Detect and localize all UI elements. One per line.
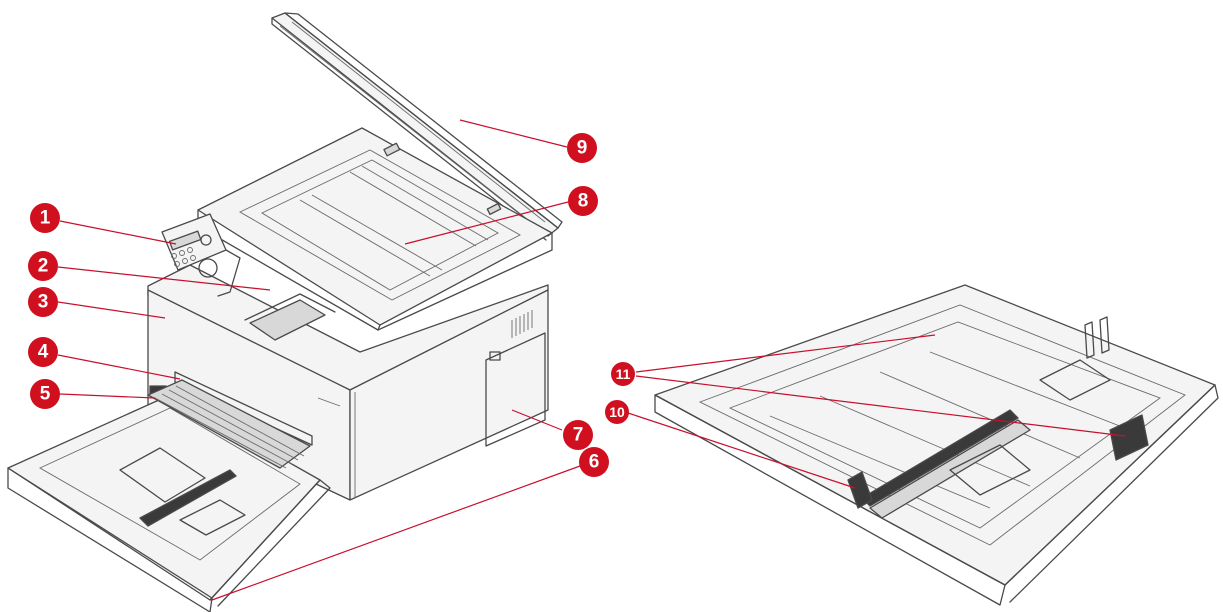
leader-10: [627, 412, 856, 489]
leader-1: [59, 220, 177, 245]
callout-11-label: 11: [616, 366, 631, 382]
paper-cassette: [7, 379, 331, 612]
leader-8: [404, 201, 569, 245]
callout-4: 4: [28, 337, 58, 367]
callout-badges: 1 2 3 4 5 6 7 8: [28, 133, 635, 477]
callout-7: 7: [563, 420, 593, 450]
leader-6: [211, 465, 581, 601]
callout-7-label: 7: [573, 425, 584, 446]
leader-11b: [635, 375, 1126, 437]
control-panel: [161, 213, 241, 297]
callout-8: 8: [568, 186, 598, 216]
callout-4-label: 4: [38, 342, 49, 363]
leader-2: [57, 266, 271, 291]
callout-2-label: 2: [38, 256, 49, 277]
callout-5-label: 5: [40, 384, 51, 405]
callout-6-label: 6: [589, 452, 600, 473]
leader-7: [511, 409, 563, 431]
leader-3: [57, 301, 166, 319]
leader-9: [459, 119, 568, 148]
callout-5: 5: [30, 379, 60, 409]
leader-11a: [635, 334, 936, 373]
callout-9: 9: [567, 133, 597, 163]
leader-4: [57, 354, 181, 380]
callout-8-label: 8: [578, 191, 589, 212]
leader-lines: [57, 119, 1126, 601]
callout-6: 6: [579, 447, 609, 477]
leader-5: [59, 393, 156, 399]
callout-1-label: 1: [40, 208, 51, 229]
callout-10: 10: [605, 400, 629, 424]
scanner-base: [197, 127, 553, 331]
callout-9-label: 9: [577, 138, 588, 159]
callout-3: 3: [28, 287, 58, 317]
callout-2: 2: [28, 251, 58, 281]
scanner-lid: [271, 12, 563, 241]
printer-illustration: [7, 12, 563, 612]
paper-tray-illustration: [654, 284, 1219, 606]
callout-1: 1: [30, 203, 60, 233]
callout-11: 11: [611, 362, 635, 386]
callout-10-label: 10: [609, 404, 625, 420]
callout-3-label: 3: [38, 292, 49, 313]
